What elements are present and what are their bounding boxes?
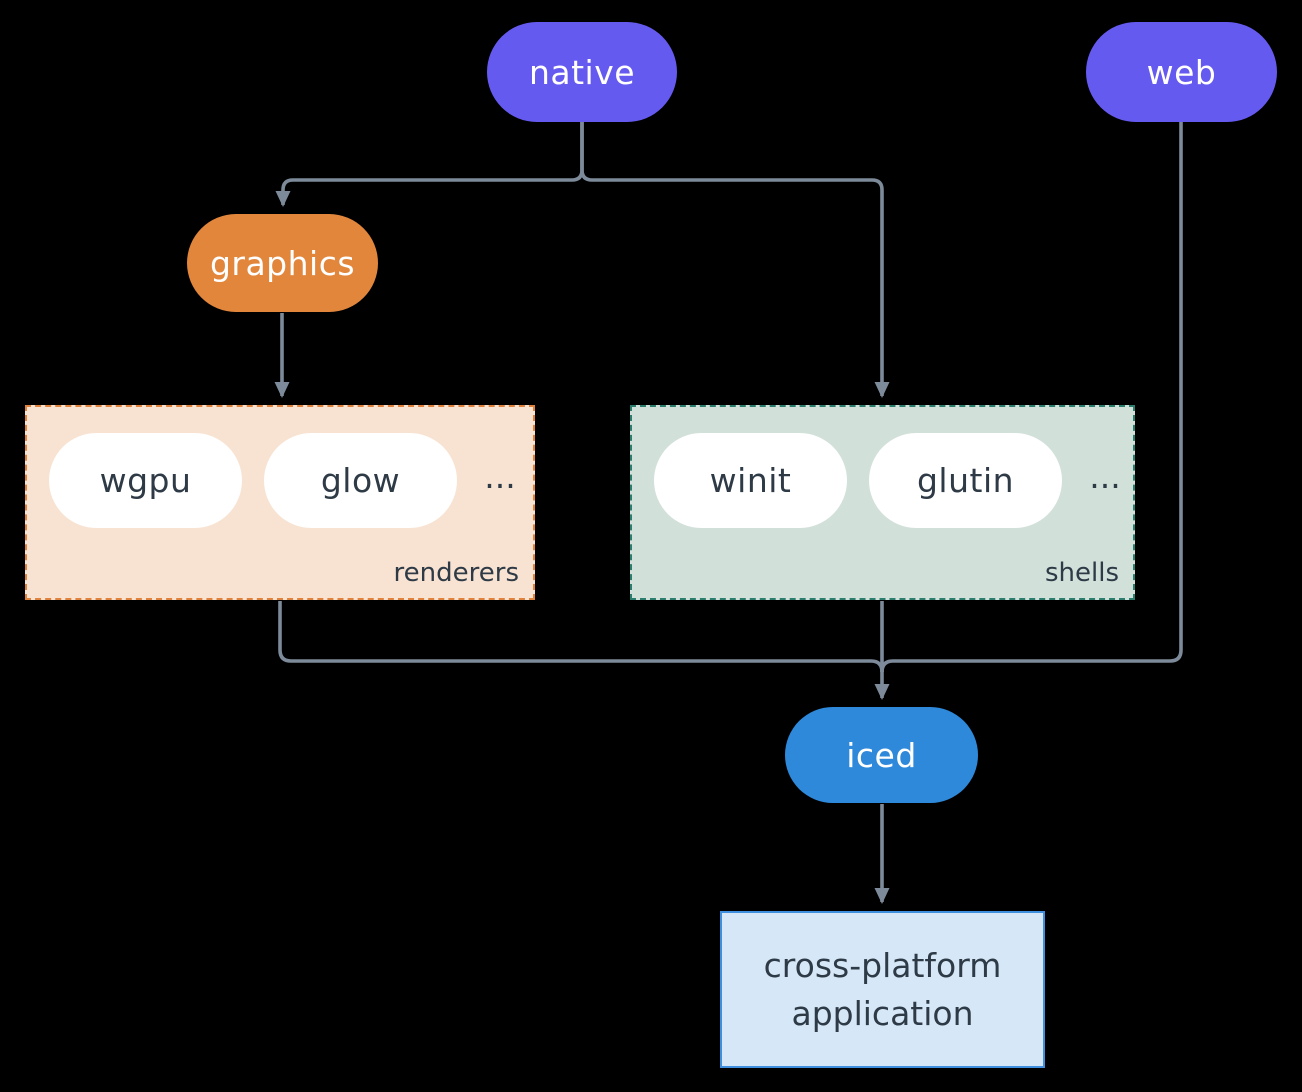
node-iced: iced (785, 707, 978, 803)
shells-ellipsis: ... (1089, 457, 1121, 496)
renderers-group-label: renderers (393, 558, 519, 588)
edge-renderers-junction (278, 601, 884, 673)
node-winit: winit (654, 433, 847, 528)
application-label-line2: application (791, 993, 974, 1033)
edge-native-shells (580, 122, 890, 398)
node-web: web (1086, 22, 1277, 122)
node-cross-platform-application: cross-platform application (720, 911, 1045, 1068)
node-glow: glow (264, 433, 457, 528)
group-shells: winit glutin ... shells (630, 405, 1135, 600)
node-graphics: graphics (187, 214, 378, 312)
shells-group-label: shells (1044, 558, 1119, 588)
node-native: native (487, 22, 677, 122)
renderers-ellipsis: ... (484, 457, 516, 496)
edge-native-graphics (275, 122, 584, 207)
application-label-line1: cross-platform (763, 945, 1002, 985)
node-wgpu: wgpu (49, 433, 242, 528)
group-renderers: wgpu glow ... renderers (25, 405, 535, 600)
node-glutin: glutin (869, 433, 1062, 528)
